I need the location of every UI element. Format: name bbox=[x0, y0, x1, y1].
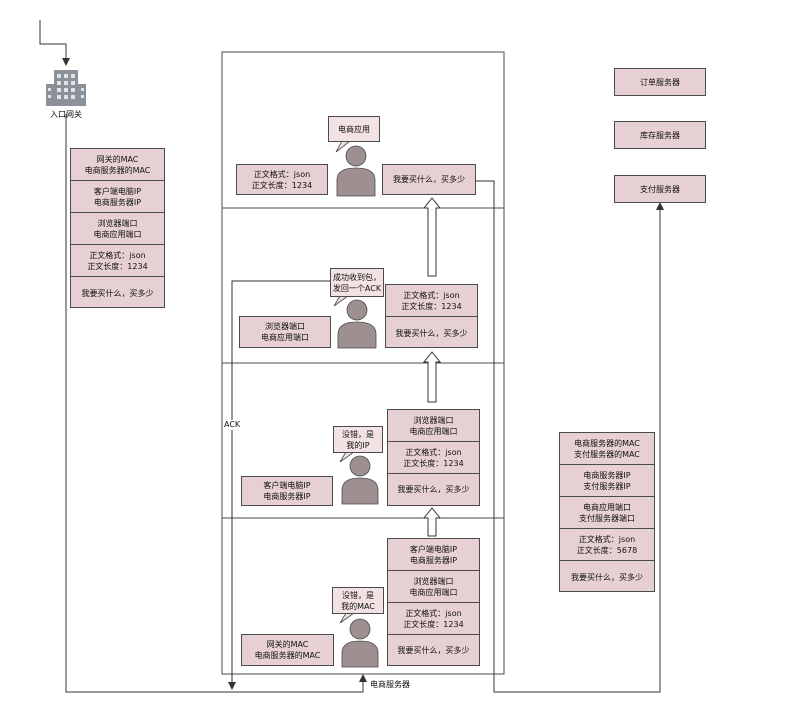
gateway-building-icon bbox=[46, 70, 86, 106]
transport-bubble: 成功收到包， 发回一个ACK bbox=[330, 268, 384, 297]
packet-body-cell: 我要买什么，买多少 bbox=[395, 328, 468, 338]
packet-port-cell: 浏览器端口 电商应用端口 bbox=[388, 410, 479, 442]
transport-port-box: 浏览器端口 电商应用端口 bbox=[239, 316, 331, 348]
network-bubble: 没错，是 我的IP bbox=[333, 426, 383, 453]
person-icon bbox=[337, 299, 377, 349]
client-packet-stack: 网关的MAC 电商服务器的MAC 客户端电脑IP 电商服务器IP 浏览器端口 电… bbox=[70, 148, 165, 308]
packet-mac-cell: 网关的MAC 电商服务器的MAC bbox=[71, 149, 164, 181]
stock-server: 库存服务器 bbox=[614, 121, 706, 149]
server-label: 电商服务器 bbox=[370, 680, 410, 689]
app-body-box: 我要买什么，买多少 bbox=[382, 164, 476, 195]
ack-arrow bbox=[228, 280, 330, 690]
packet-header-cell: 正文格式：json 正文长度：1234 bbox=[71, 245, 164, 277]
incoming-arrow bbox=[39, 20, 70, 66]
up-arrow-3 bbox=[422, 507, 442, 537]
up-arrow-1 bbox=[422, 197, 442, 277]
packet-mac-cell: 电商服务器的MAC 支付服务器的MAC bbox=[560, 433, 654, 465]
packet-header-cell: 正文格式：json 正文长度：5678 bbox=[560, 529, 654, 561]
payment-server: 支付服务器 bbox=[614, 175, 706, 203]
to-payment-arrow bbox=[476, 180, 664, 693]
up-arrow-2 bbox=[422, 351, 442, 403]
packet-header-cell: 正文格式：json 正文长度：1234 bbox=[388, 442, 479, 474]
network-packet-stack: 浏览器端口 电商应用端口 正文格式：json 正文长度：1234 我要买什么，买… bbox=[387, 409, 480, 506]
gateway-label: 入口网关 bbox=[50, 110, 82, 119]
transport-packet-stack: 正文格式：json 正文长度：1234 我要买什么，买多少 bbox=[385, 284, 478, 348]
app-bubble: 电商应用 bbox=[328, 116, 380, 142]
payment-packet-stack: 电商服务器的MAC 支付服务器的MAC 电商服务器IP 支付服务器IP 电商应用… bbox=[559, 432, 655, 592]
network-ip-box: 客户端电脑IP 电商服务器IP bbox=[241, 476, 333, 506]
packet-body-cell: 我要买什么，买多少 bbox=[397, 645, 470, 655]
packet-ip-cell: 客户端电脑IP 电商服务器IP bbox=[388, 539, 479, 571]
link-bubble: 没错，是 我的MAC bbox=[332, 587, 384, 614]
packet-port-cell: 浏览器端口 电商应用端口 bbox=[388, 571, 479, 603]
packet-header-cell: 正文格式：json 正文长度：1234 bbox=[386, 285, 477, 317]
packet-body-cell: 我要买什么，买多少 bbox=[397, 485, 470, 494]
packet-header-cell: 正文格式：json 正文长度：1234 bbox=[388, 603, 479, 635]
packet-port-cell: 电商应用端口 支付服务器端口 bbox=[560, 497, 654, 529]
ack-label: ACK bbox=[224, 420, 241, 430]
gateway-to-server-arrow bbox=[65, 114, 367, 693]
order-server: 订单服务器 bbox=[614, 68, 706, 96]
packet-body-cell: 我要买什么，买多少 bbox=[571, 572, 643, 582]
bubble-tail bbox=[339, 612, 356, 624]
link-mac-box: 网关的MAC 电商服务器的MAC bbox=[241, 634, 334, 666]
app-header-box: 正文格式：json 正文长度：1234 bbox=[236, 164, 328, 195]
link-packet-stack: 客户端电脑IP 电商服务器IP 浏览器端口 电商应用端口 正文格式：json 正… bbox=[387, 538, 480, 666]
person-icon bbox=[336, 145, 376, 197]
person-icon bbox=[341, 455, 379, 505]
bubble-tail bbox=[333, 295, 350, 307]
packet-port-cell: 浏览器端口 电商应用端口 bbox=[71, 213, 164, 245]
packet-ip-cell: 客户端电脑IP 电商服务器IP bbox=[71, 181, 164, 213]
packet-ip-cell: 电商服务器IP 支付服务器IP bbox=[560, 465, 654, 497]
packet-body-cell: 我要买什么，买多少 bbox=[81, 288, 154, 298]
person-icon bbox=[341, 618, 379, 668]
